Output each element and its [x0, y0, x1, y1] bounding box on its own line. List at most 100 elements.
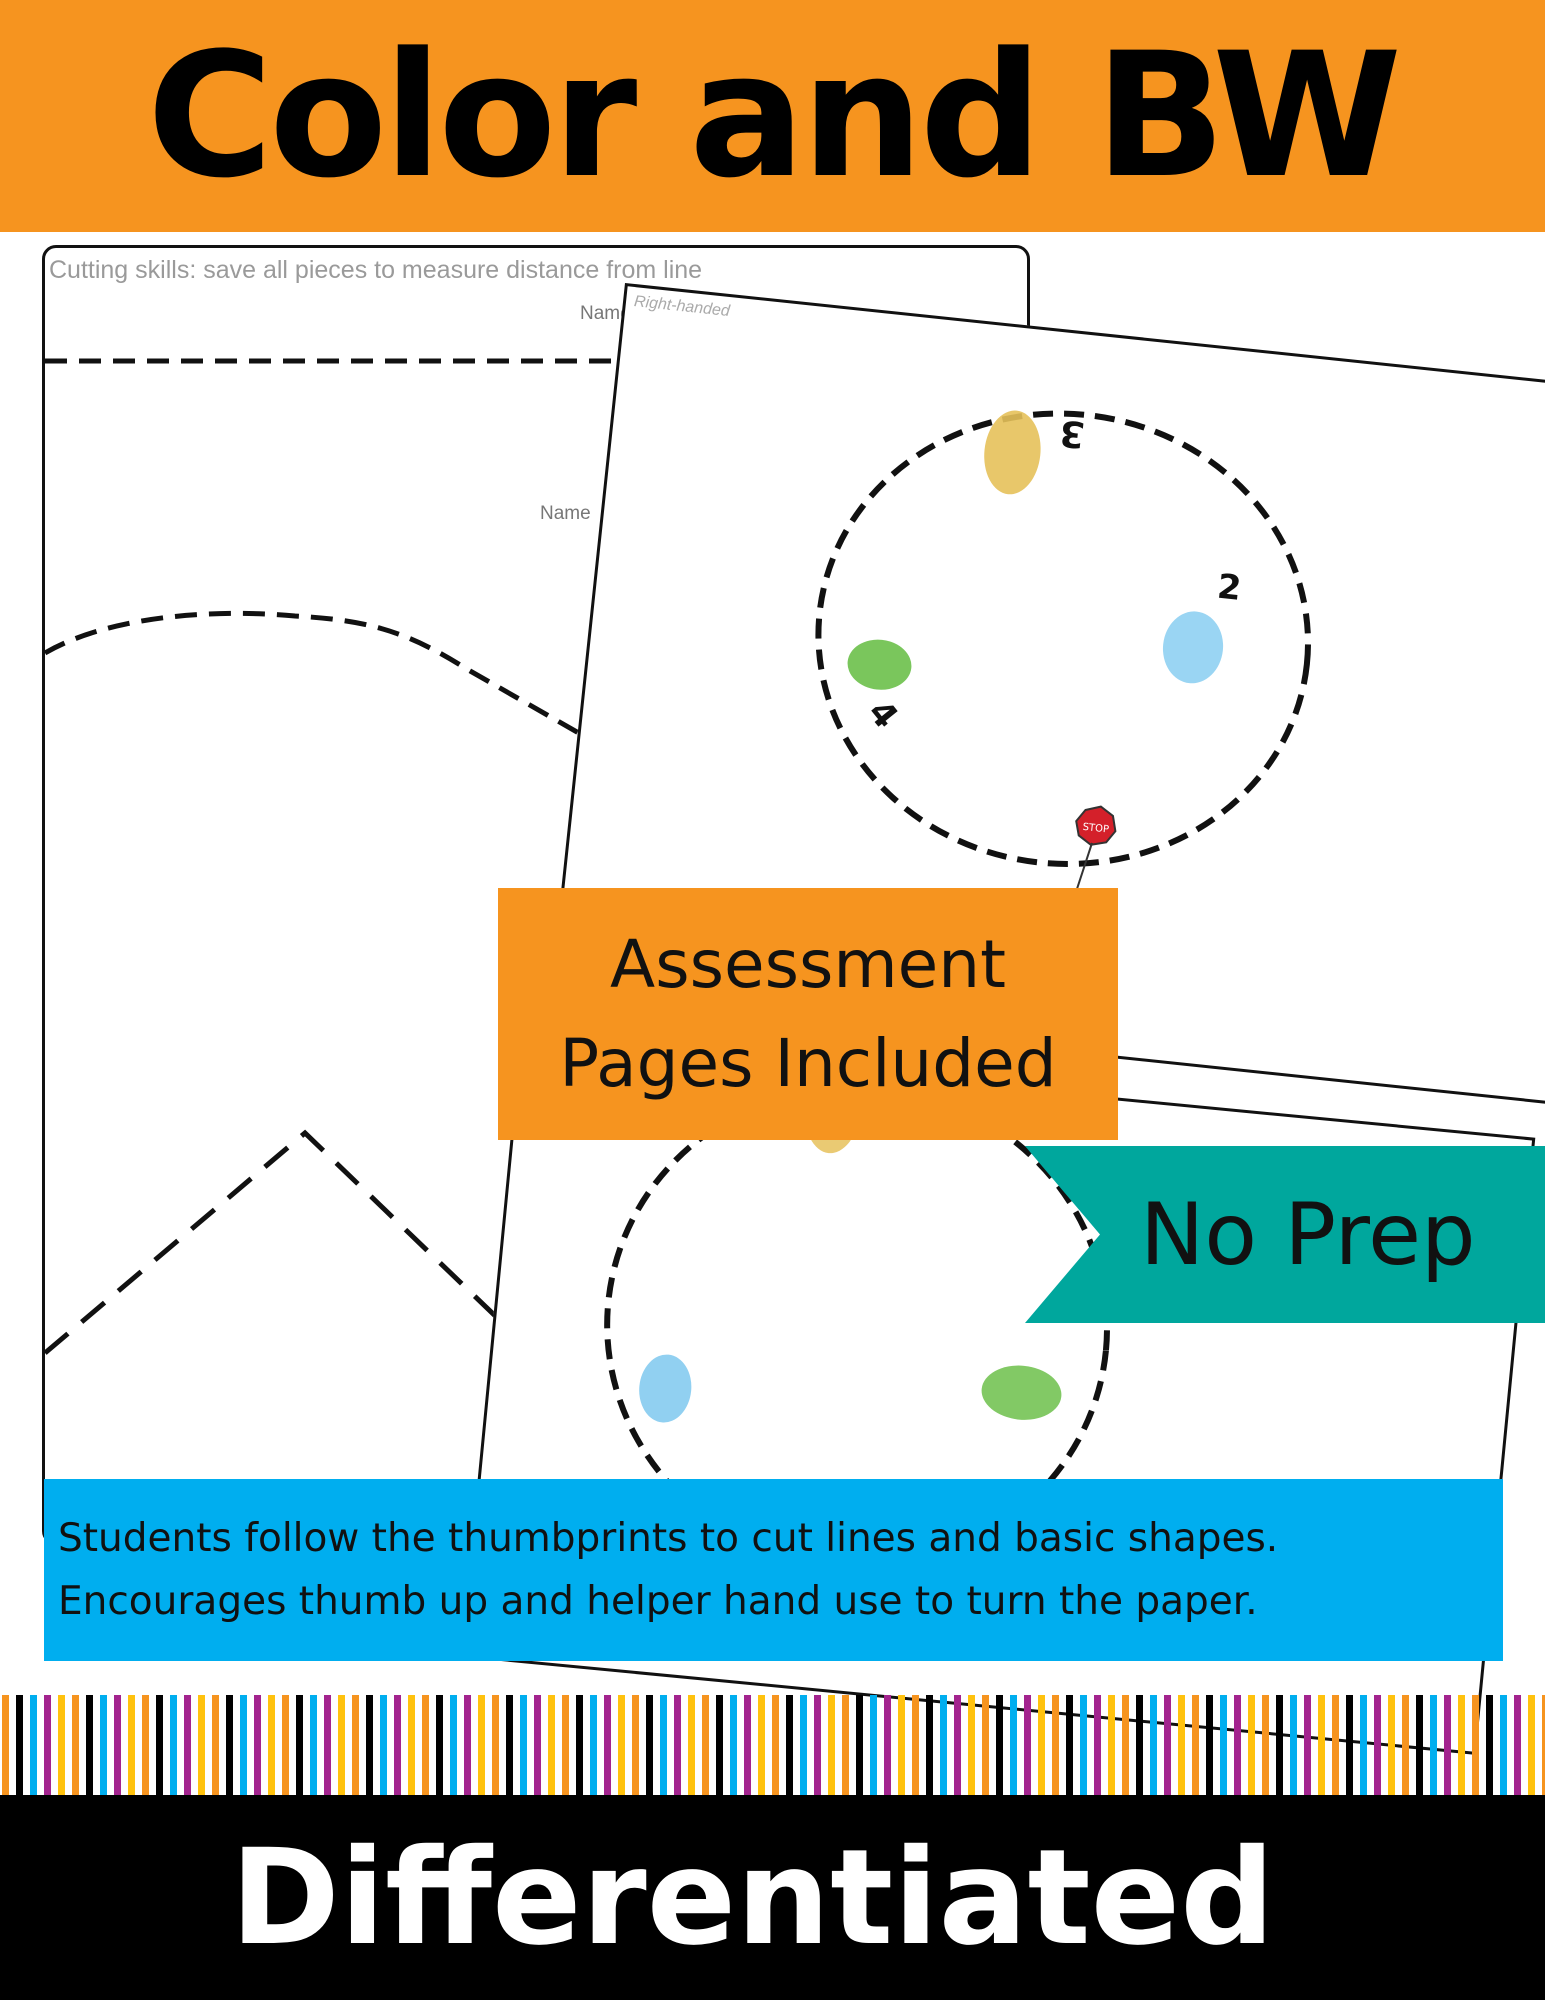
stripe — [114, 1695, 121, 1795]
stripe — [212, 1695, 219, 1795]
stripe — [1402, 1695, 1409, 1795]
stripe — [1528, 1695, 1535, 1795]
stripe — [828, 1695, 835, 1795]
circle-number: 4 — [860, 693, 906, 737]
stripe — [800, 1695, 807, 1795]
worksheet-caption: Cutting skills: save all pieces to measu… — [49, 256, 703, 284]
stripe — [1066, 1695, 1073, 1795]
stripe — [520, 1695, 527, 1795]
stripe — [506, 1695, 513, 1795]
stripe — [72, 1695, 79, 1795]
stripe — [226, 1695, 233, 1795]
stripe — [1346, 1695, 1353, 1795]
stripe — [912, 1695, 919, 1795]
stripe — [1388, 1695, 1395, 1795]
stripe — [324, 1695, 331, 1795]
stripe — [702, 1695, 709, 1795]
stripe — [436, 1695, 443, 1795]
stripe — [884, 1695, 891, 1795]
stripe — [1178, 1695, 1185, 1795]
stripe — [632, 1695, 639, 1795]
stripe — [1486, 1695, 1493, 1795]
stripe — [968, 1695, 975, 1795]
stripe — [1472, 1695, 1479, 1795]
stripe — [1052, 1695, 1059, 1795]
stripe — [1262, 1695, 1269, 1795]
stripe — [478, 1695, 485, 1795]
thumbprint-yellow — [984, 410, 1041, 495]
stripe — [254, 1695, 261, 1795]
name-label: Name — [580, 303, 631, 324]
stripe — [646, 1695, 653, 1795]
stripe — [1430, 1695, 1437, 1795]
stripe — [352, 1695, 359, 1795]
stripe — [996, 1695, 1003, 1795]
stripe — [870, 1695, 877, 1795]
stripe — [926, 1695, 933, 1795]
stripe — [898, 1695, 905, 1795]
stripe — [590, 1695, 597, 1795]
stripe — [1234, 1695, 1241, 1795]
stripe — [940, 1695, 947, 1795]
description-line-1: Students follow the thumbprints to cut l… — [58, 1515, 1279, 1561]
stripe — [296, 1695, 303, 1795]
stripe — [730, 1695, 737, 1795]
stripe — [688, 1695, 695, 1795]
no-prep-ribbon: No Prep — [1025, 1146, 1545, 1323]
stripe — [1024, 1695, 1031, 1795]
stripe — [856, 1695, 863, 1795]
stripe — [366, 1695, 373, 1795]
stripe — [618, 1695, 625, 1795]
thumbprint-green — [847, 639, 912, 690]
stripe — [240, 1695, 247, 1795]
stripe — [1276, 1695, 1283, 1795]
stripe — [156, 1695, 163, 1795]
stripe — [1416, 1695, 1423, 1795]
stripe — [2, 1695, 9, 1795]
stripe — [58, 1695, 65, 1795]
stripe — [1122, 1695, 1129, 1795]
stripe — [954, 1695, 961, 1795]
stripe — [604, 1695, 611, 1795]
svg-text:STOP: STOP — [1082, 822, 1109, 836]
stripe — [1444, 1695, 1451, 1795]
stripe — [534, 1695, 541, 1795]
footer-title: Differentiated — [230, 1820, 1275, 1975]
stripe — [1304, 1695, 1311, 1795]
stripe — [394, 1695, 401, 1795]
thumbprint-green — [981, 1365, 1062, 1420]
stripe — [1360, 1695, 1367, 1795]
stripe — [716, 1695, 723, 1795]
decorative-stripes — [2, 1695, 1545, 1795]
circle-number: 3 — [1058, 411, 1087, 454]
stripe — [1332, 1695, 1339, 1795]
stripe — [1374, 1695, 1381, 1795]
stripe — [1318, 1695, 1325, 1795]
stripe — [282, 1695, 289, 1795]
stripe — [842, 1695, 849, 1795]
stripe — [128, 1695, 135, 1795]
thumbprint-blue — [1162, 611, 1224, 684]
stripe — [744, 1695, 751, 1795]
zigzag-cut-line — [45, 1129, 567, 1385]
stripe — [1038, 1695, 1045, 1795]
circle-cut-line — [815, 410, 1312, 867]
stripe — [1136, 1695, 1143, 1795]
no-prep-label: No Prep — [1140, 1184, 1476, 1285]
stripe — [1542, 1695, 1545, 1795]
stripe — [16, 1695, 23, 1795]
stripe — [548, 1695, 555, 1795]
bottom-banner: Differentiated — [0, 1795, 1545, 2000]
stripe — [408, 1695, 415, 1795]
stripe — [492, 1695, 499, 1795]
stripe — [814, 1695, 821, 1795]
stripe — [464, 1695, 471, 1795]
stripe — [86, 1695, 93, 1795]
stripe — [1010, 1695, 1017, 1795]
top-banner: Color and BW — [0, 0, 1545, 232]
description-box: Students follow the thumbprints to cut l… — [44, 1479, 1503, 1661]
thumbprint-blue — [639, 1354, 692, 1423]
stripe — [310, 1695, 317, 1795]
stripe — [1094, 1695, 1101, 1795]
stripe — [674, 1695, 681, 1795]
